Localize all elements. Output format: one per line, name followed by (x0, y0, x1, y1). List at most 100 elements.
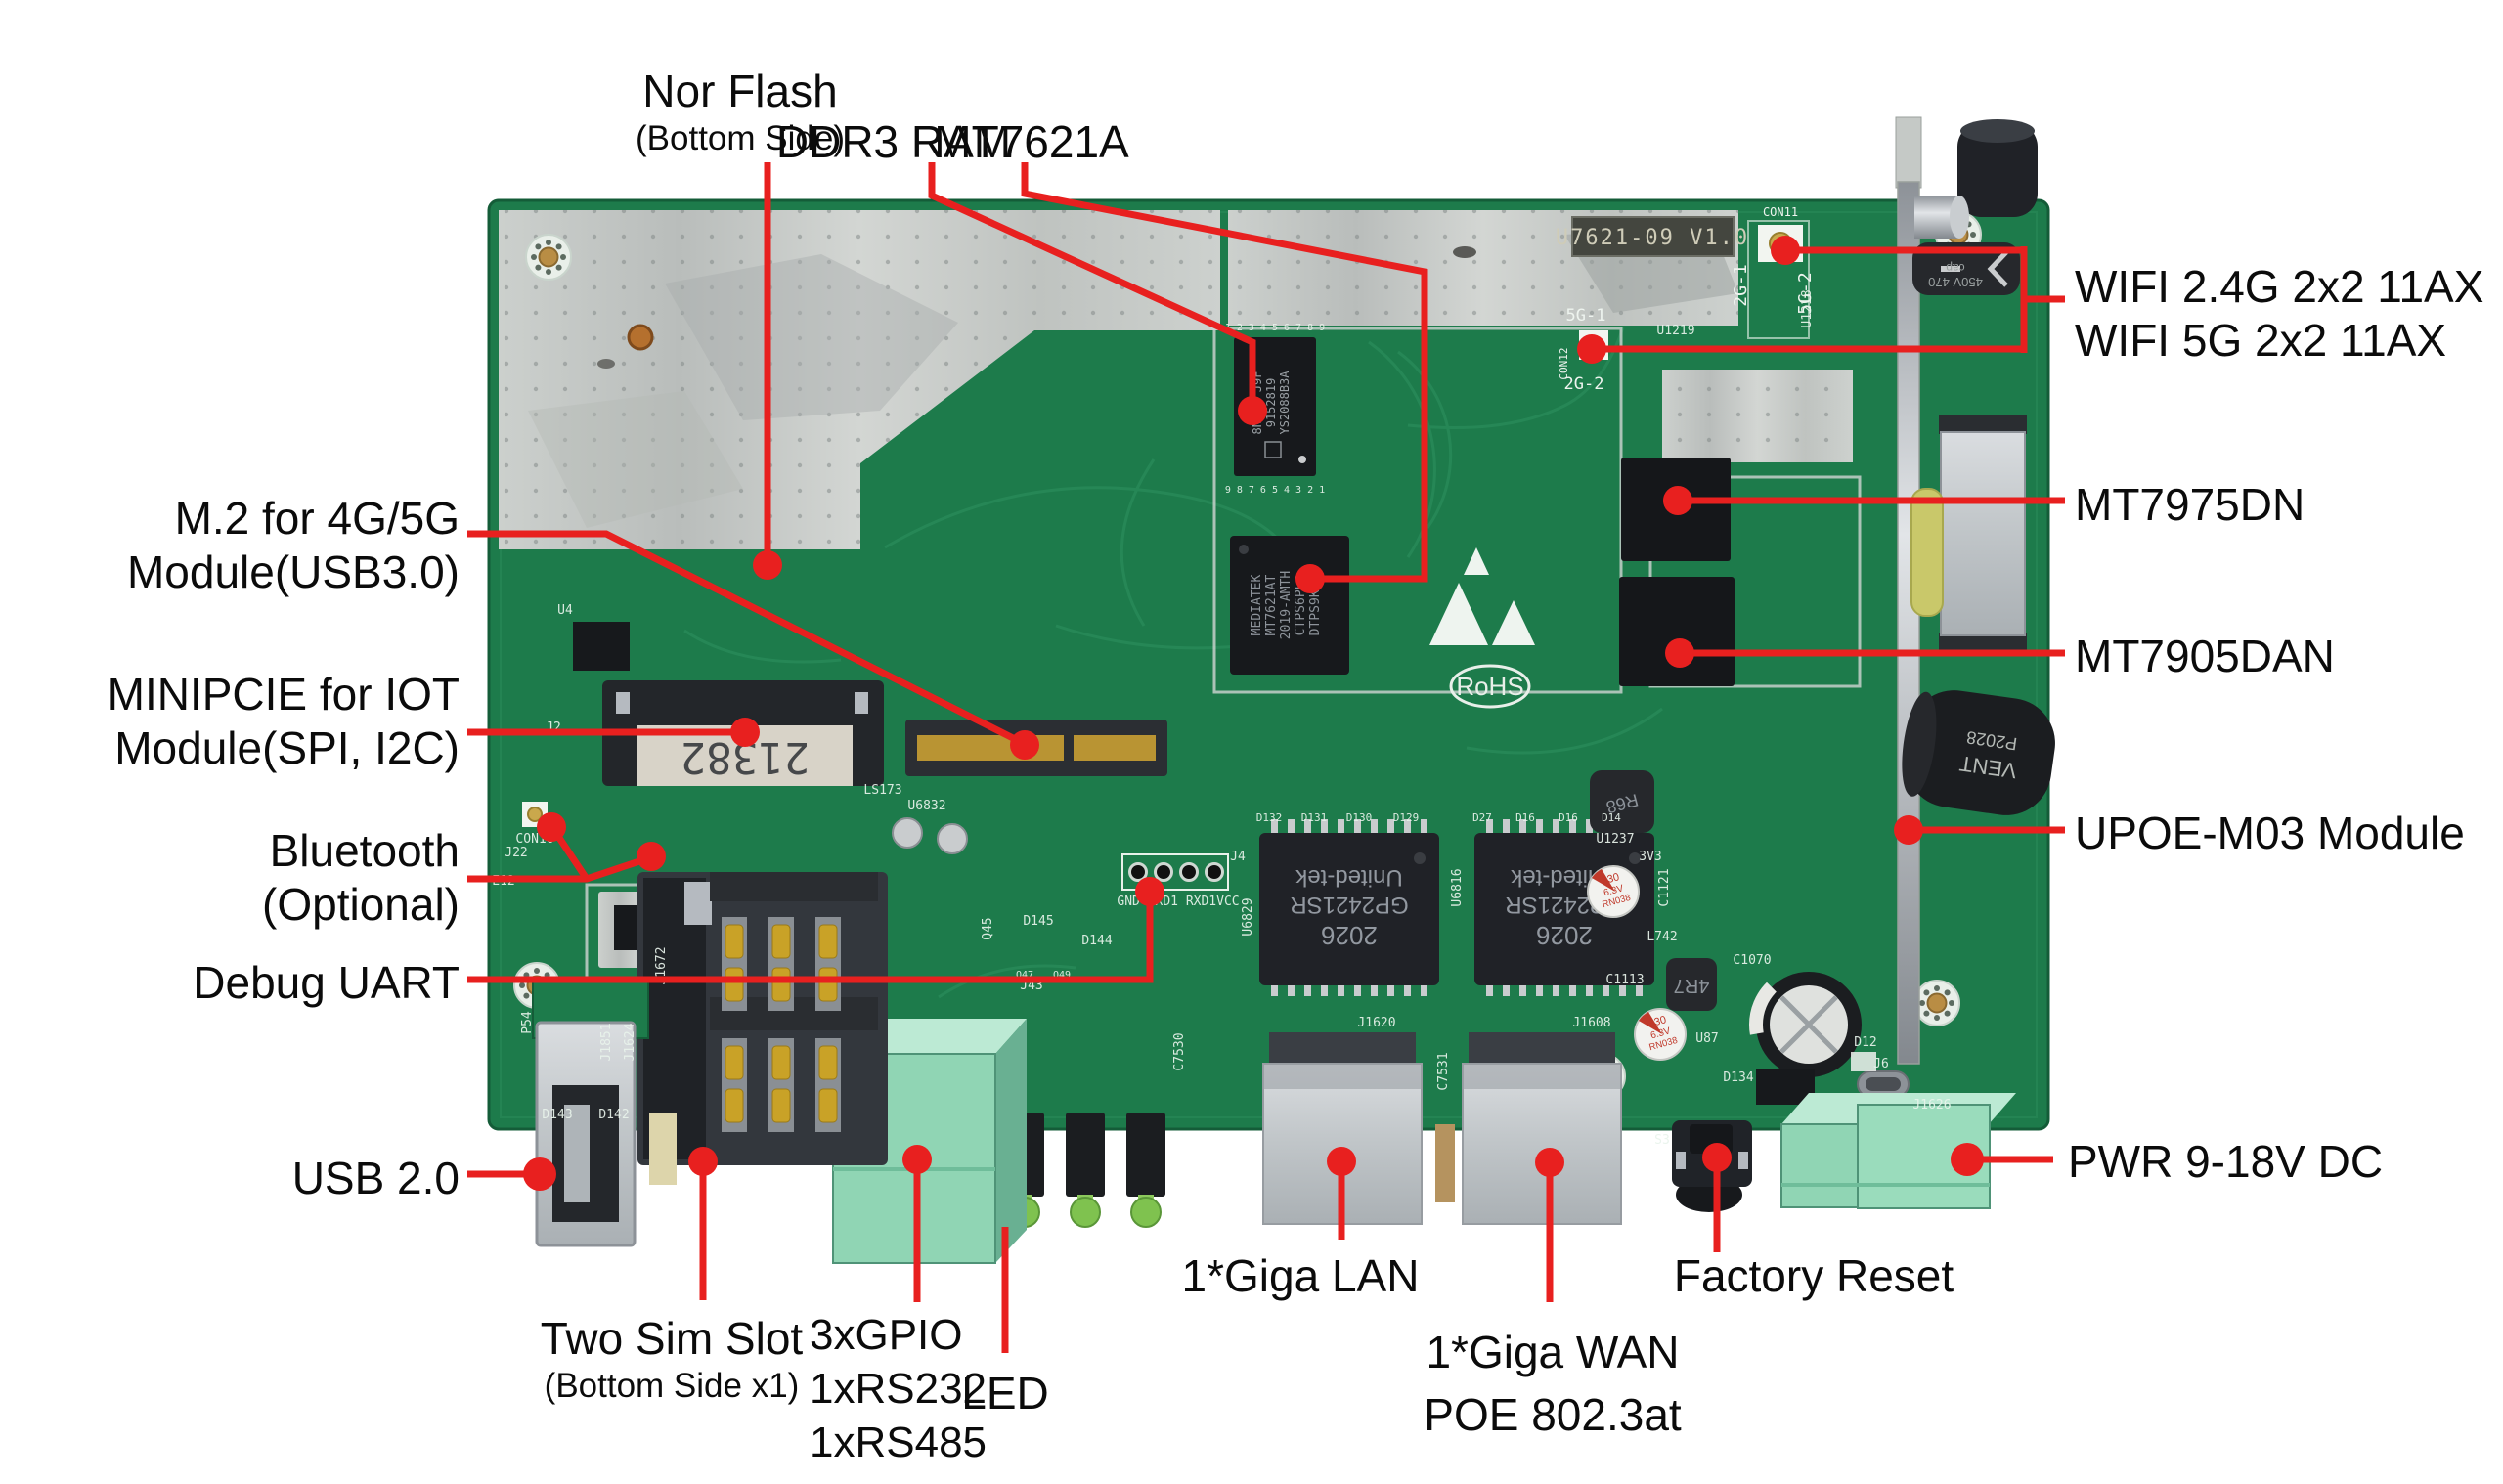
mt7905dan-chip (1619, 577, 1735, 686)
bluetooth-leader-dot (537, 812, 566, 842)
label-giga-wan: 1*Giga WAN POE 802.3at (1424, 1321, 1681, 1447)
mt7905dan-title: MT7905DAN (2075, 631, 2335, 681)
power-terminal-block (1780, 1093, 2016, 1209)
sim-subtitle: (Bottom Side x1) (544, 1367, 800, 1406)
usb-connector (532, 979, 649, 1247)
upoe-leader-dot (1894, 815, 1923, 845)
wifi-leader-dot (1771, 236, 1800, 265)
xfmr1-marking-2: GP2421SR (1290, 892, 1408, 918)
wifi-24g-title: WIFI 2.4G 2x2 11AX (2075, 261, 2484, 312)
label-ddr3-ram: DDR3 RAM (776, 115, 1011, 169)
upoe-title: UPOE-M03 Module (2075, 807, 2465, 858)
label-pwr: PWR 9-18V DC (2068, 1135, 2383, 1189)
status-leds (1005, 1113, 1165, 1228)
m2-leader-dot (1010, 730, 1039, 760)
gpio-leader-dot (902, 1145, 932, 1174)
refdes-d145: D145 (1023, 914, 1053, 929)
con12-label: CON12 (1558, 347, 1570, 379)
version-plate (1571, 216, 1735, 257)
refdes-d142: D142 (598, 1108, 629, 1122)
cap-between-jacks (1435, 1124, 1455, 1202)
refdes-s3: S3 (1654, 1133, 1670, 1148)
refdes-9-8-7-6-5-4-3-2-1: 9 8 7 6 5 4 3 2 1 (1225, 485, 1325, 496)
refdes-d12: D12 (1854, 1035, 1876, 1050)
label-factory-reset: Factory Reset (1674, 1249, 1954, 1303)
refdes-q49: Q49 (1053, 970, 1071, 981)
inductor-4r7: 4R7 (1666, 958, 1717, 1011)
ddr3-title: DDR3 RAM (775, 116, 1012, 167)
version-plate-text: U7621-09 V1.0 (1556, 226, 1749, 250)
bluetooth-title-2: (Optional) (262, 879, 460, 931)
label-bluetooth: Bluetooth (Optional) (262, 824, 460, 932)
4r7-text: 4R7 (1674, 975, 1710, 996)
cap330-l1: 330 (1601, 871, 1621, 887)
cpu-marking-3: 2019-AMTH (1279, 571, 1294, 639)
mt7621a-leader-dot (1295, 564, 1325, 593)
xfmr2-marking-1: 2026 (1536, 921, 1593, 950)
refdes-u4: U4 (557, 603, 573, 618)
debug-uart-title: Debug UART (193, 957, 460, 1008)
label-giga-lan: 1*Giga LAN (1182, 1249, 1420, 1303)
gpio-title-2: 1xRS232 (810, 1365, 988, 1413)
refdes-j6: J6 (1873, 1057, 1889, 1071)
toroid-coil (1910, 488, 1944, 617)
bluetooth-title-1: Bluetooth (269, 825, 460, 876)
emi-shield-right (1662, 370, 1853, 462)
label-minipcie: MINIPCIE for IOT Module(SPI, I2C) (108, 668, 460, 775)
refdes-q47: Q47 (1016, 970, 1033, 981)
usb-title: USB 2.0 (291, 1153, 460, 1203)
ddr-marking-2: 9152819 (1264, 378, 1278, 428)
m2-title-2: Module(USB3.0) (126, 546, 460, 598)
fiducial-dot (627, 324, 654, 351)
mt7621a-title: MT7621A (934, 116, 1129, 167)
debug-uart-leader-dot (1135, 877, 1164, 906)
label-gpio: 3xGPIO 1xRS232 1xRS485 (810, 1308, 987, 1469)
minipcie-title-2: Module(SPI, I2C) (114, 722, 460, 774)
module-transformer (1910, 415, 2027, 653)
label-sim: Two Sim Slot (Bottom Side x1) (541, 1312, 803, 1407)
ddr3-leader (928, 162, 1256, 411)
m2-leader (467, 530, 1025, 747)
refdes-3v3: 3V3 (1639, 850, 1661, 864)
refdes-d16: D16 (1559, 811, 1578, 824)
sim-leader-dot (688, 1147, 718, 1176)
cap330b-l1: 330 (1647, 1014, 1668, 1029)
giga-wan-title-1: 1*Giga WAN (1426, 1327, 1680, 1377)
label-mt7975dn: MT7975DN (2075, 478, 2305, 532)
wifi-5g-title: WIFI 5G 2x2 11AX (2075, 315, 2447, 367)
refdes-d129: D129 (1393, 811, 1420, 824)
refdes-gnd-txd1-rxd1vcc: GND TXD1 RXD1VCC (1117, 895, 1239, 909)
refdes-j1672: J1672 (654, 946, 669, 984)
label-debug-uart: Debug UART (193, 956, 460, 1010)
refdes-j1620: J1620 (1357, 1016, 1395, 1030)
annotation-leaders (467, 162, 2065, 1353)
big-cap-text: 450V 470 (1928, 275, 1983, 289)
mt7975dn-leader-dot (1663, 486, 1692, 515)
nor-flash-leader-dot (753, 550, 782, 580)
mt7621a-chip: MEDIATEK MT7621AT 2019-AMTH CTPS6PL4 DTP… (1230, 536, 1349, 675)
refdes-u6816: U6816 (1450, 868, 1465, 906)
refdes-d134: D134 (1723, 1070, 1753, 1085)
minipcie-leader-dot (730, 718, 760, 747)
factory-reset-leader-dot (1702, 1143, 1732, 1172)
refdes-j1624: J1624 (623, 1023, 637, 1061)
refdes-u1219: U1219 (1656, 324, 1694, 338)
rohs-logo: RoHS (1449, 664, 1531, 709)
label-usb: USB 2.0 (292, 1152, 460, 1205)
refdes-ls173: LS173 (863, 783, 901, 798)
led-title: LED (961, 1368, 1049, 1419)
refdes-c1113: C1113 (1605, 973, 1644, 987)
refdes-j1608: J1608 (1572, 1016, 1610, 1030)
refdes-u1218: U1218 (1800, 289, 1815, 327)
refdes-d27: D27 (1472, 811, 1492, 824)
minipcie-title-1: MINIPCIE for IOT (107, 669, 460, 720)
refdes-d16: D16 (1515, 811, 1535, 824)
giga-lan-title: 1*Giga LAN (1181, 1250, 1420, 1301)
pcb-traces (683, 327, 1663, 999)
refdes-j1851: J1851 (599, 1023, 614, 1061)
refdes-c1121: C1121 (1657, 868, 1672, 906)
label-led: LED (961, 1367, 1048, 1420)
module-capacitor: 450V 470 cap (1912, 242, 2020, 295)
